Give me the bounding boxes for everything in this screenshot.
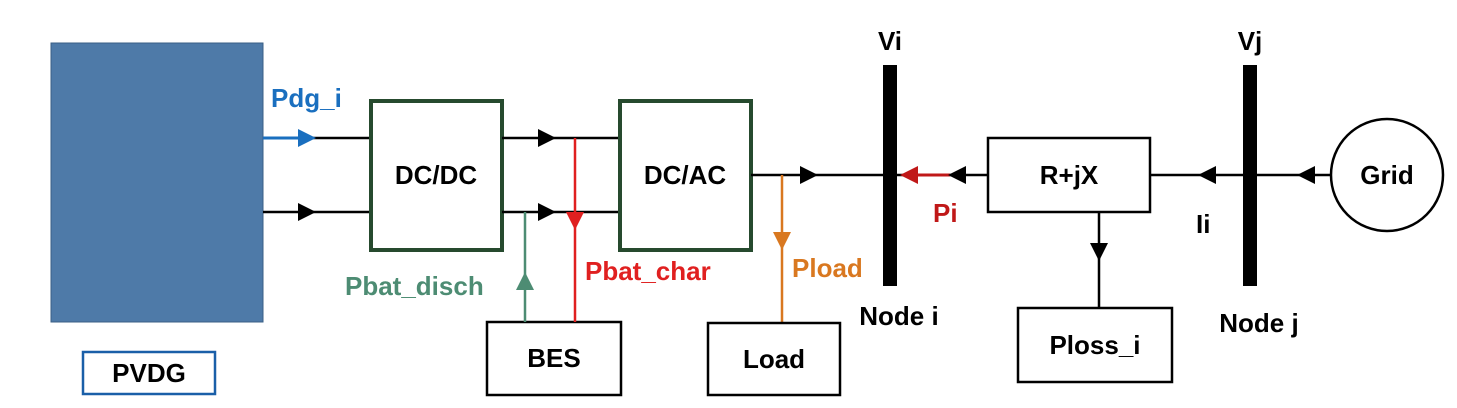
rjx-label: R+jX	[1040, 160, 1099, 190]
bes-label: BES	[527, 343, 580, 373]
pdg-label: Pdg_i	[271, 83, 342, 113]
load-label: Load	[743, 344, 805, 374]
pload-arrow-head	[773, 232, 791, 250]
node-j-label: Node j	[1219, 308, 1298, 338]
bes-box	[485, 320, 623, 397]
dcdc-label: DC/DC	[395, 160, 478, 190]
pbat-disch-arrow-head	[516, 272, 534, 290]
vi-label: Vi	[878, 26, 902, 56]
node-j-bus	[1243, 65, 1257, 286]
node-i-label: Node i	[859, 301, 938, 331]
ii-label: Ii	[1196, 209, 1210, 239]
pbat-char-arrow-head	[566, 212, 584, 230]
dc-link-top-arrow-head	[538, 129, 556, 147]
pv-bottom-arrow-head	[298, 203, 316, 221]
pi-arrow-head	[900, 166, 918, 184]
pbat-disch-label: Pbat_disch	[345, 271, 484, 301]
line-ij-left-arrow-head	[948, 166, 966, 184]
ploss-label: Ploss_i	[1049, 330, 1140, 360]
line-impedance-box	[986, 136, 1152, 214]
ploss-arrow-head	[1090, 243, 1108, 261]
vj-label: Vj	[1238, 26, 1263, 56]
grid-arrow-head	[1297, 166, 1315, 184]
dcdc-converter	[369, 99, 504, 252]
node-i-bus	[883, 65, 897, 286]
grid-circle	[1329, 117, 1445, 233]
pload-label: Pload	[792, 253, 863, 283]
pi-label: Pi	[933, 198, 958, 228]
ii-arrow-head	[1198, 166, 1216, 184]
load-box	[706, 321, 842, 397]
dcac-label: DC/AC	[644, 160, 727, 190]
dcac-converter	[618, 99, 753, 252]
pvdg-label: PVDG	[112, 358, 186, 388]
pdg-arrow-head	[298, 129, 316, 147]
dc-link-bottom-arrow-head	[538, 203, 556, 221]
ploss-box	[1016, 306, 1174, 384]
grid-label: Grid	[1360, 160, 1413, 190]
pvdg-label-box	[81, 350, 217, 396]
ac-feeder-arrow-head	[800, 166, 818, 184]
pbat-char-label: Pbat_char	[585, 256, 711, 286]
pv-panel	[50, 42, 264, 323]
